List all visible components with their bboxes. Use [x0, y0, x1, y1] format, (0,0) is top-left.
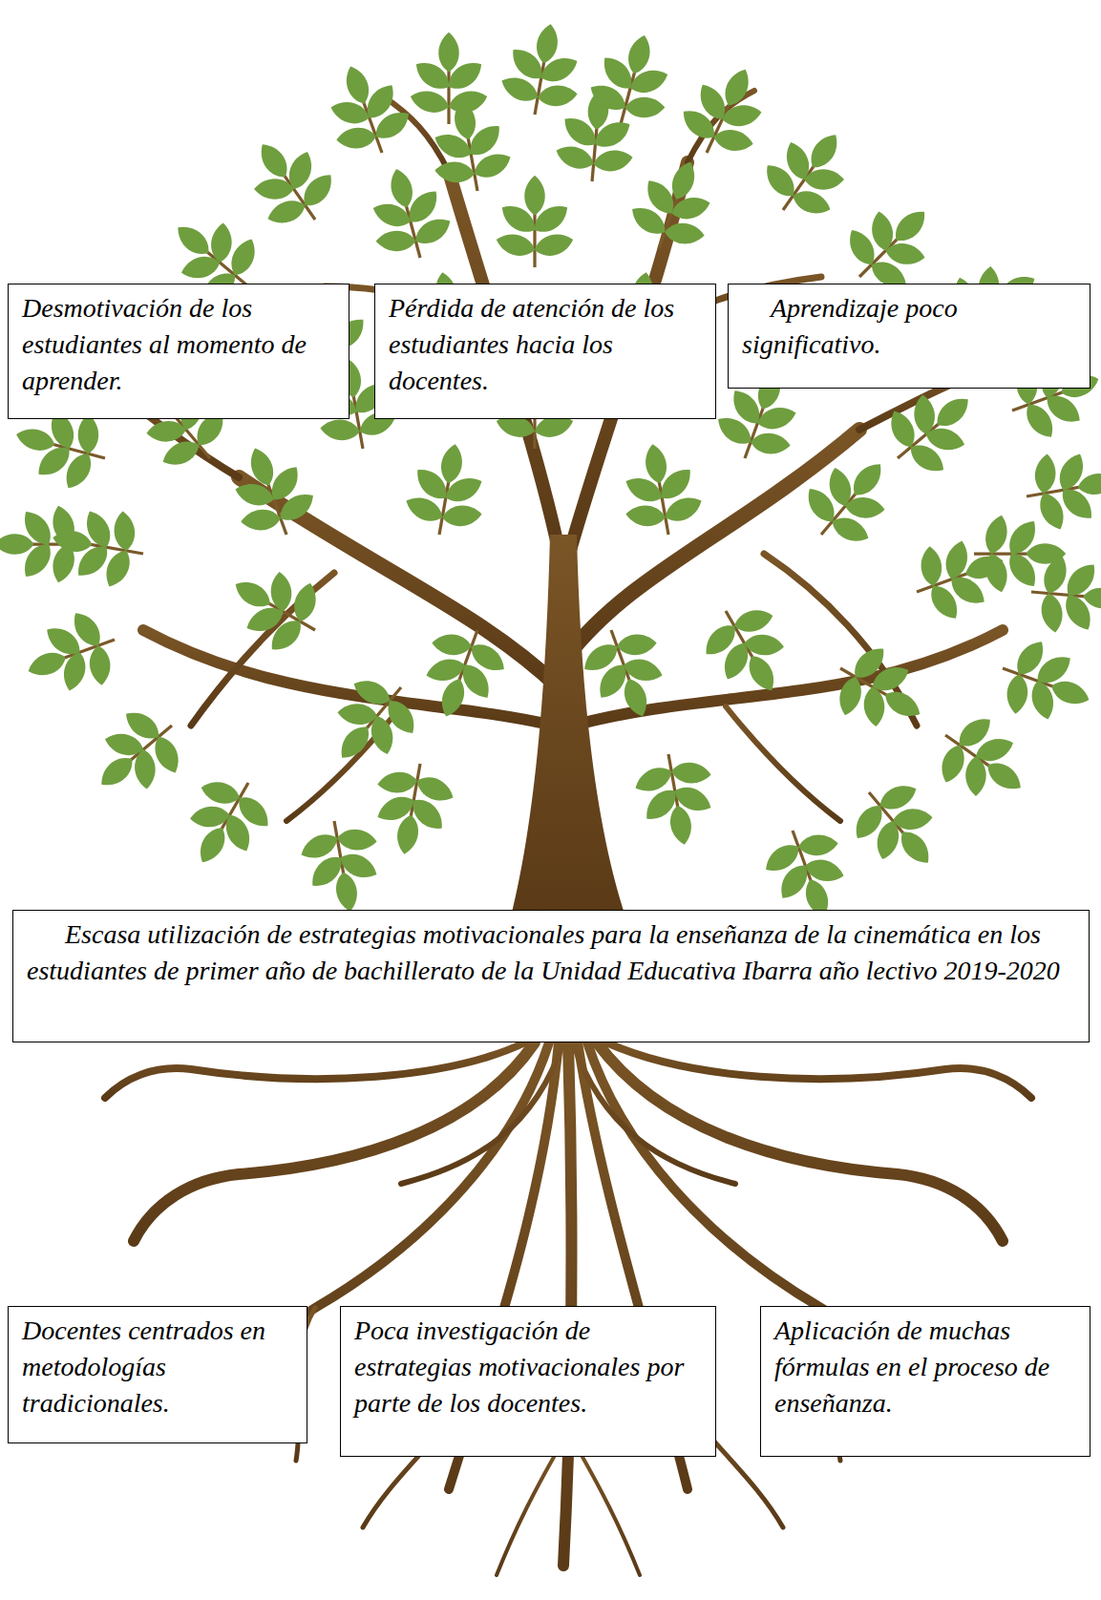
cause-box: Aplicación de muchas fórmulas en el proc… — [760, 1306, 1091, 1458]
box-text: Desmotivación de los estudiantes al mome… — [21, 290, 338, 400]
cause-box: Poca investigación de estrategias motiva… — [339, 1306, 717, 1458]
box-text: Aplicación de muchas fórmulas en el proc… — [774, 1312, 1079, 1422]
cause-box: Docentes centrados en metodologías tradi… — [7, 1306, 308, 1444]
problem-box: Escasa utilización de estrategias motiva… — [12, 910, 1090, 1043]
box-text: Escasa utilización de estrategias motiva… — [26, 916, 1078, 990]
box-text: Aprendizaje poco significativo. — [741, 290, 1079, 363]
effect-box: Desmotivación de los estudiantes al mome… — [7, 283, 350, 420]
effect-box: Pérdida de atención de los estudiantes h… — [374, 283, 717, 420]
effect-box: Aprendizaje poco significativo. — [727, 283, 1091, 389]
box-text: Pérdida de atención de los estudiantes h… — [388, 290, 704, 400]
box-text: Docentes centrados en metodologías tradi… — [21, 1312, 296, 1422]
box-text: Poca investigación de estrategias motiva… — [354, 1312, 704, 1422]
